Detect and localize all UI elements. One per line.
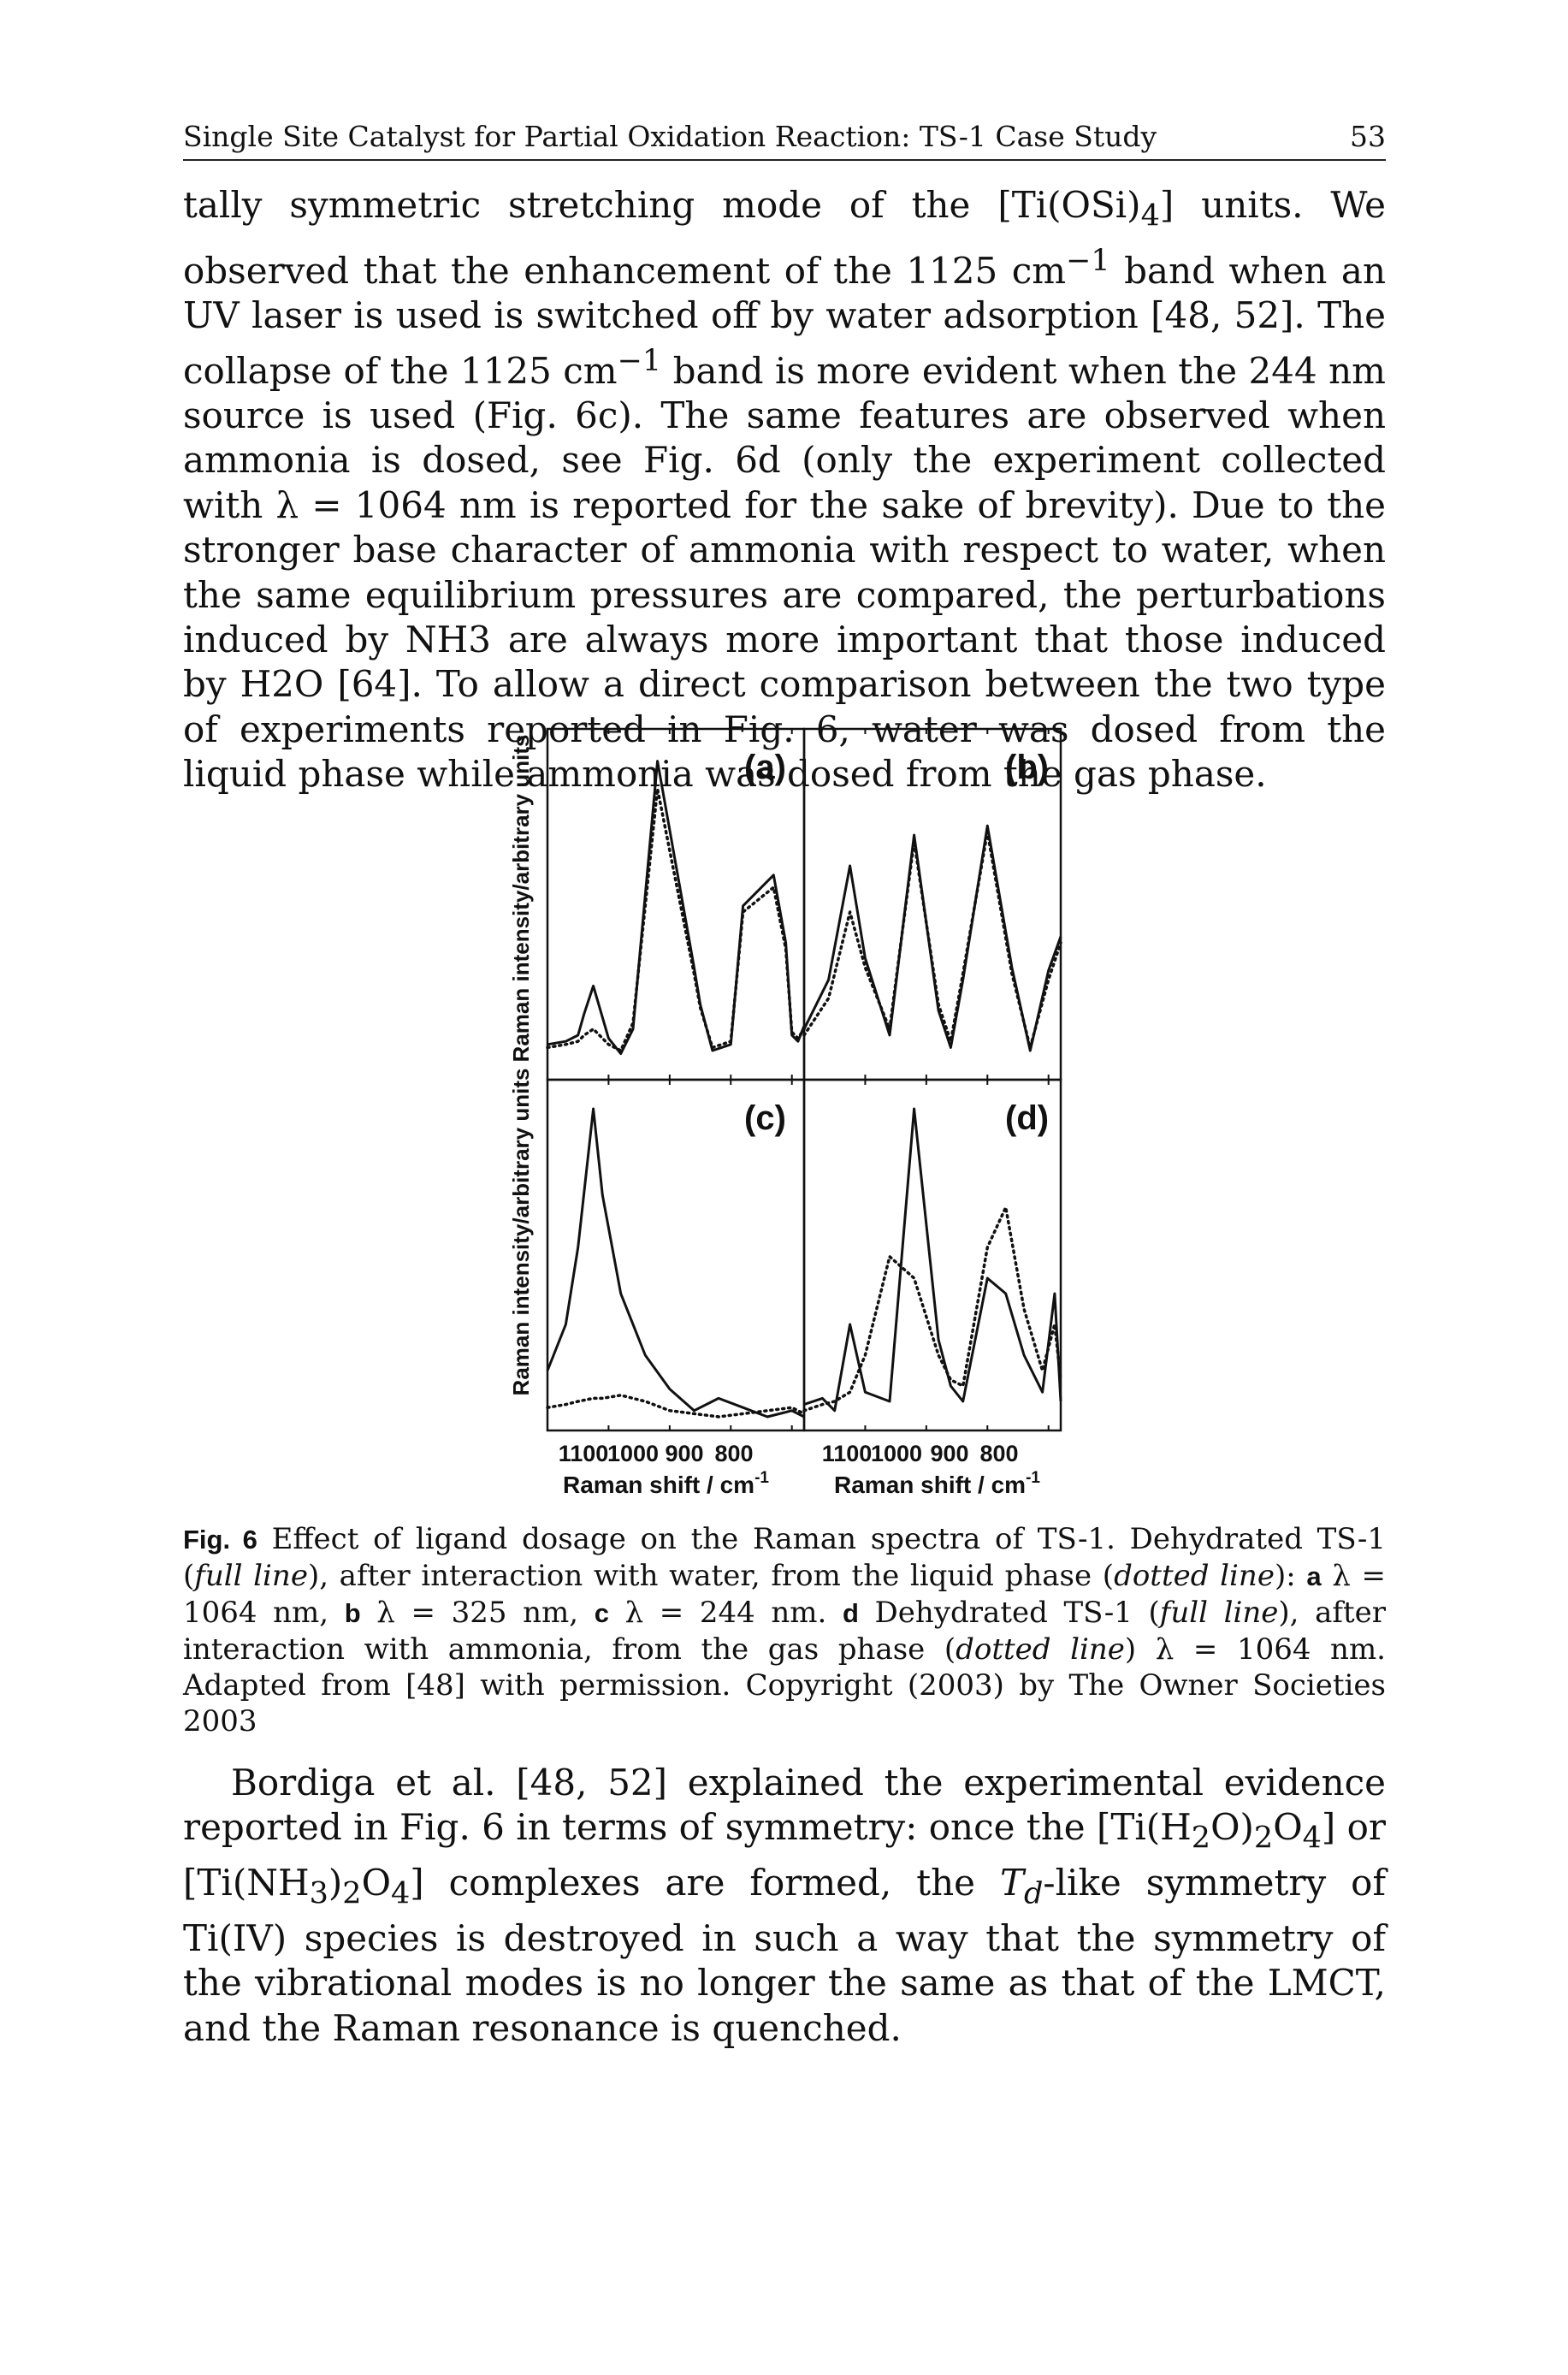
caption-text-4: λ = 1064 nm, bbox=[183, 1559, 1386, 1630]
spectrum-d-full-line bbox=[803, 1107, 1062, 1413]
spectrum-c-full-line bbox=[546, 1107, 805, 1418]
running-head: Single Site Catalyst for Partial Oxidati… bbox=[183, 120, 1386, 156]
caption-italic-3: full line bbox=[1159, 1596, 1279, 1630]
spectrum-d-dotted-line bbox=[802, 1205, 1062, 1413]
running-head-title: Single Site Catalyst for Partial Oxidati… bbox=[183, 120, 1157, 153]
caption-figure-label: Fig. 6 bbox=[183, 1525, 257, 1555]
para2-td-sub: d bbox=[1024, 1876, 1044, 1911]
para2-text-3: O bbox=[1273, 1806, 1303, 1849]
caption-text-6: λ = 244 nm. bbox=[608, 1596, 843, 1630]
axis-ticks bbox=[607, 729, 1050, 1430]
para2-sub-6: 4 bbox=[391, 1876, 411, 1911]
caption-panel-c: c bbox=[594, 1598, 609, 1628]
x-tick-label-left-1000: 1000 bbox=[607, 1441, 659, 1466]
caption-italic-4: dotted line bbox=[956, 1632, 1125, 1667]
para1-text-2: ] units. We observed that the enhancemen… bbox=[183, 184, 1386, 292]
caption-italic-2: dotted line bbox=[1114, 1559, 1275, 1593]
body-paragraph-2: Bordiga et al. [48, 52] explained the ex… bbox=[183, 1761, 1386, 2051]
panel-label-c: (c) bbox=[744, 1099, 786, 1137]
x-axis-label-right-sup: -1 bbox=[1026, 1469, 1040, 1487]
x-axis-labels: Raman shift / cm-1 Raman shift / cm-1 bbox=[563, 1469, 1040, 1498]
x-axis-label-left-sup: -1 bbox=[754, 1469, 769, 1487]
spectrum-b-dotted-line bbox=[802, 830, 1062, 1050]
x-axis-label-left: Raman shift / cm-1 bbox=[563, 1469, 769, 1498]
x-axis-label-left-text: Raman shift / cm bbox=[563, 1472, 754, 1498]
spectrum-c-dotted-line bbox=[546, 1394, 806, 1418]
caption-panel-d: d bbox=[842, 1598, 859, 1628]
para1-text-3: band when an UV laser is used is switche… bbox=[183, 249, 1386, 392]
x-tick-label-right-1100: 1100 bbox=[822, 1441, 873, 1466]
x-axis-label-right-text: Raman shift / cm bbox=[834, 1472, 1026, 1498]
para1-sup-2: −1 bbox=[617, 343, 662, 378]
para2-text-6: O bbox=[361, 1862, 391, 1904]
x-tick-label-left-900: 900 bbox=[665, 1441, 703, 1466]
caption-text-9: ) λ = 1064 nm. Adapted from [48] with pe… bbox=[183, 1632, 1386, 1738]
para2-sub-3: 4 bbox=[1302, 1821, 1322, 1856]
page-number: 53 bbox=[1350, 120, 1386, 153]
figure-6: Raman intensity/arbitrary units Raman in… bbox=[488, 719, 1086, 1514]
para2-text-5: ) bbox=[328, 1862, 343, 1904]
x-tick-label-right-800: 800 bbox=[979, 1441, 1018, 1466]
header-rule bbox=[183, 159, 1386, 161]
body-paragraph-1: tally symmetric stretching mode of the [… bbox=[183, 183, 1386, 797]
caption-panel-b: b bbox=[344, 1598, 361, 1628]
para2-sub-1: 2 bbox=[1191, 1821, 1211, 1856]
para1-sub-1: 4 bbox=[1140, 198, 1160, 234]
para2-sub-4: 3 bbox=[309, 1876, 328, 1911]
caption-italic-1: full line bbox=[194, 1559, 308, 1593]
spectrum-a-dotted-line bbox=[546, 787, 806, 1052]
caption-text-7: Dehydrated TS-1 ( bbox=[858, 1596, 1160, 1630]
caption-text-5: λ = 325 nm, bbox=[360, 1596, 595, 1630]
para2-text-4: ] or [Ti(NH bbox=[183, 1806, 1387, 1904]
spectra-lines bbox=[546, 760, 1062, 1418]
panel-label-b: (b) bbox=[1005, 749, 1049, 786]
spectrum-b-full-line bbox=[802, 824, 1062, 1052]
para1-text-1: tally symmetric stretching mode of the [… bbox=[183, 184, 1141, 226]
spectrum-a-full-line bbox=[547, 760, 806, 1056]
para2-text-7: ] complexes are formed, the bbox=[410, 1862, 1000, 1904]
x-axis-label-right: Raman shift / cm-1 bbox=[834, 1469, 1040, 1498]
caption-panel-a: a bbox=[1306, 1561, 1322, 1591]
para1-sup-1: −1 bbox=[1066, 243, 1110, 278]
panel-label-a: (a) bbox=[744, 749, 786, 786]
raman-spectra-figure: Raman intensity/arbitrary units Raman in… bbox=[508, 727, 1062, 1498]
para2-text-2: O) bbox=[1210, 1806, 1254, 1849]
panel-frame-d bbox=[802, 1078, 1062, 1432]
x-tick-label-right-1000: 1000 bbox=[871, 1441, 922, 1466]
panel-label-d: (d) bbox=[1005, 1099, 1049, 1137]
caption-text-1: Effect of ligand dosage on the Raman spe… bbox=[183, 1522, 1387, 1593]
figure-caption: Fig. 6 Effect of ligand dosage on the Ra… bbox=[183, 1521, 1386, 1739]
para2-text-8: -like symmetry of Ti(IV) species is dest… bbox=[183, 1862, 1387, 2049]
caption-text-2: ), after interaction with water, from th… bbox=[307, 1559, 1115, 1593]
y-axis-label-top: Raman intensity/arbitrary units bbox=[508, 735, 534, 1063]
panel-frames bbox=[546, 727, 1062, 1432]
para2-sub-5: 2 bbox=[342, 1876, 362, 1911]
x-tick-label-left-1100: 1100 bbox=[559, 1441, 609, 1466]
x-tick-label-left-800: 800 bbox=[714, 1441, 753, 1466]
caption-text-3: ): bbox=[1274, 1559, 1307, 1593]
para2-text-1: Bordiga et al. [48, 52] explained the ex… bbox=[183, 1762, 1386, 1849]
para1-text-4: band is more evident when the 244 nm sou… bbox=[183, 349, 1386, 796]
y-axis-label-bottom: Raman intensity/arbitrary units bbox=[508, 1069, 534, 1396]
x-tick-labels: 1100 1000 900 800 1100 1000 900 800 bbox=[559, 1441, 1019, 1466]
caption-text-8: ), after interaction with ammonia, from … bbox=[183, 1596, 1386, 1667]
x-tick-label-right-900: 900 bbox=[930, 1441, 968, 1466]
para2-td-symbol: T bbox=[999, 1862, 1024, 1904]
para2-sub-2: 2 bbox=[1253, 1821, 1274, 1856]
